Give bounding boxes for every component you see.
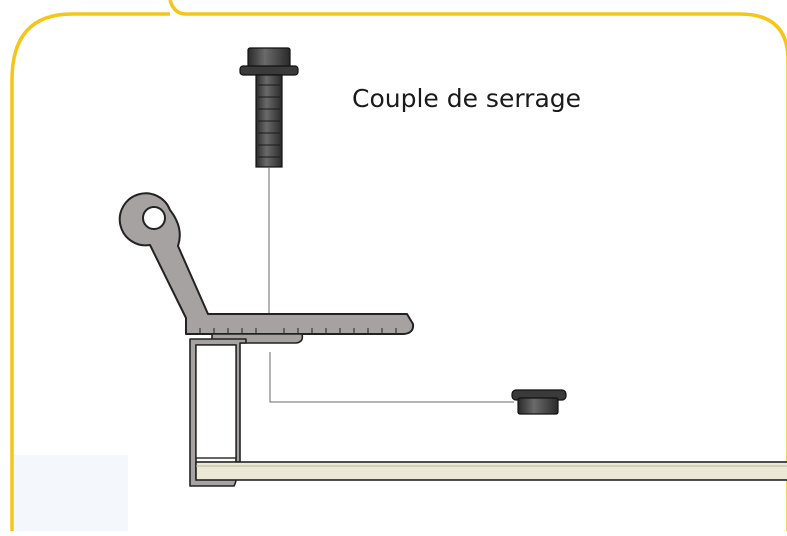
nut-leader-line [269, 352, 514, 403]
callout-frame [10, 0, 787, 531]
flange-nut-icon [511, 389, 567, 415]
flange-bolt-icon [239, 47, 299, 168]
step-bracket [118, 192, 415, 344]
torque-label: Couple de serrage [352, 84, 582, 113]
background-wash [12, 455, 128, 531]
floor-panel [195, 461, 787, 481]
